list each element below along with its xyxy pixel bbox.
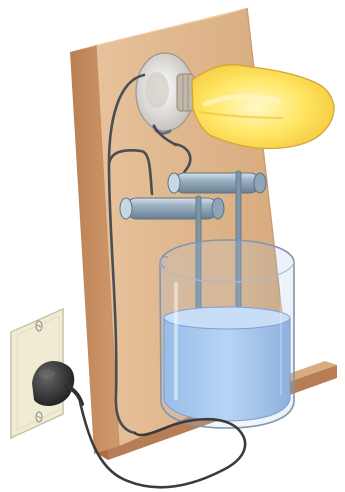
bulb-assembly: [136, 53, 334, 149]
upper-rod: [168, 173, 266, 193]
light-bulb: [192, 65, 334, 149]
beaker: [160, 240, 294, 428]
plug: [32, 361, 82, 406]
lower-rod: [120, 198, 224, 219]
